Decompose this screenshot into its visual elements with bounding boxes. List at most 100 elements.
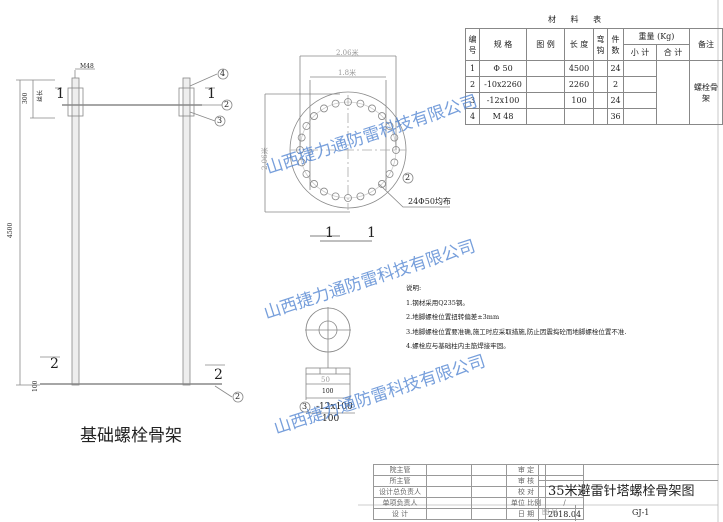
cell-spec: Φ 50	[479, 60, 528, 77]
cell-hook	[593, 76, 609, 93]
section-title-left: 1	[325, 225, 334, 241]
cell-subtotal	[623, 108, 657, 125]
bolt-hole	[302, 170, 311, 178]
col-weight: 重量 (Kg)	[623, 28, 690, 45]
col-count: 件数	[607, 28, 624, 61]
section-callout: 2	[405, 173, 411, 182]
bolt-hole	[302, 122, 311, 130]
cell-subtotal	[623, 60, 657, 77]
value: 2018.04	[544, 508, 585, 520]
col-length: 长 度	[564, 28, 595, 61]
drawing-no-label: 图 号	[542, 508, 559, 516]
section-circle	[264, 55, 450, 242]
col-no: 编号	[464, 28, 481, 61]
col-subtotal: 小 计	[623, 44, 657, 61]
role-label: 单项负责人	[373, 497, 427, 509]
cell-length: 2260	[564, 76, 595, 93]
col-total: 合 计	[656, 44, 690, 61]
bolt-hole	[310, 112, 318, 120]
drawing-title: 35米避雷针塔螺栓骨架图	[548, 484, 695, 499]
callout-4: 4	[220, 69, 226, 78]
blank	[471, 497, 507, 509]
dim-50: 50	[321, 376, 330, 384]
cell-no: 4	[464, 108, 481, 125]
bolt-hole	[297, 158, 306, 167]
cell-hook	[593, 92, 609, 109]
material-table: 编号 规 格 图 例 长 度 弯钩 件数 重量 (Kg) 备注 小 计合 计 1…	[464, 28, 723, 125]
elevation-title: 基础螺栓骨架	[80, 426, 182, 446]
hole-note: 24Φ50均布	[408, 197, 451, 206]
note-item: 4.螺栓应与基础柱内主筋焊接牢固。	[406, 342, 510, 350]
bolt-hole	[378, 180, 386, 188]
col-figure: 图 例	[526, 28, 566, 61]
cell-remark: 螺栓骨架	[689, 60, 723, 125]
cell-count: 24	[607, 92, 624, 109]
dim-outer: 2.06米	[336, 49, 359, 57]
anchor-bolt-left	[67, 77, 84, 386]
cell-figure	[526, 92, 566, 109]
note-item: 1.钢材采用Q235钢。	[406, 298, 469, 307]
dim-100: 100	[32, 380, 39, 392]
col-hook: 弯钩	[593, 28, 609, 61]
section-title-right: 1	[367, 225, 376, 241]
callout-3: 3	[217, 116, 223, 125]
bolt-holes	[296, 98, 400, 202]
cell-figure	[526, 108, 566, 125]
bolt-hole	[320, 104, 328, 113]
callout-2: 2	[235, 392, 241, 401]
cell-count: 2	[607, 76, 624, 93]
bolt-hole	[344, 98, 352, 106]
anchor-bolt-right	[178, 77, 195, 386]
cell-subtotal	[623, 76, 657, 93]
notes-heading: 说明:	[406, 284, 422, 292]
bolt-hole	[368, 187, 376, 196]
washer-plate-drawing	[299, 307, 355, 414]
bolt-hole	[392, 146, 400, 154]
cell-count: 36	[607, 108, 624, 125]
signature	[426, 464, 472, 476]
section-mark: 2	[50, 356, 59, 372]
bolt-hole	[296, 146, 304, 154]
cell-spec: -10x2260	[479, 76, 528, 93]
drawing-no: GJ-1	[632, 508, 650, 517]
col-spec: 规 格	[479, 28, 528, 61]
bolt-hole	[344, 194, 352, 202]
cell-no: 1	[464, 60, 481, 77]
dim-m48: M48	[80, 63, 94, 70]
signature	[426, 486, 472, 498]
role-label: 设 计	[373, 508, 427, 520]
bolt-hole	[356, 192, 365, 201]
plate-length: 100	[322, 414, 340, 424]
cell-count: 24	[607, 60, 624, 77]
role-label: 院主管	[373, 464, 427, 476]
cell-length	[564, 108, 595, 125]
cell-hook	[593, 60, 609, 77]
bolt-hole	[385, 170, 394, 178]
blank	[471, 464, 507, 476]
cell-total	[656, 60, 690, 125]
blank	[471, 486, 507, 498]
signature	[426, 497, 472, 509]
cell-spec: M 48	[479, 108, 528, 125]
plate-spec: -12x100	[316, 402, 353, 412]
blank	[471, 508, 507, 520]
section-mark: 2	[214, 367, 223, 383]
role-label: 所主管	[373, 475, 427, 487]
note-item: 2.地脚螺栓位置扭转偏差±3mm	[406, 313, 500, 321]
col-remark: 备注	[689, 28, 723, 61]
bolt-hole	[356, 99, 365, 108]
dim-thread-length: 丝长	[37, 89, 44, 102]
blank	[471, 475, 507, 487]
bolt-hole	[331, 99, 340, 108]
bolt-hole	[390, 133, 399, 142]
note-item: 3.地脚螺栓位置要准确,施工时应采取措施,防止因震捣砼而地脚螺栓位置不准.	[406, 327, 627, 336]
bolt-hole	[378, 112, 386, 120]
bolt-hole	[390, 158, 399, 167]
bolt-hole	[310, 180, 318, 188]
cell-figure	[526, 76, 566, 93]
bolt-hole	[385, 122, 394, 130]
